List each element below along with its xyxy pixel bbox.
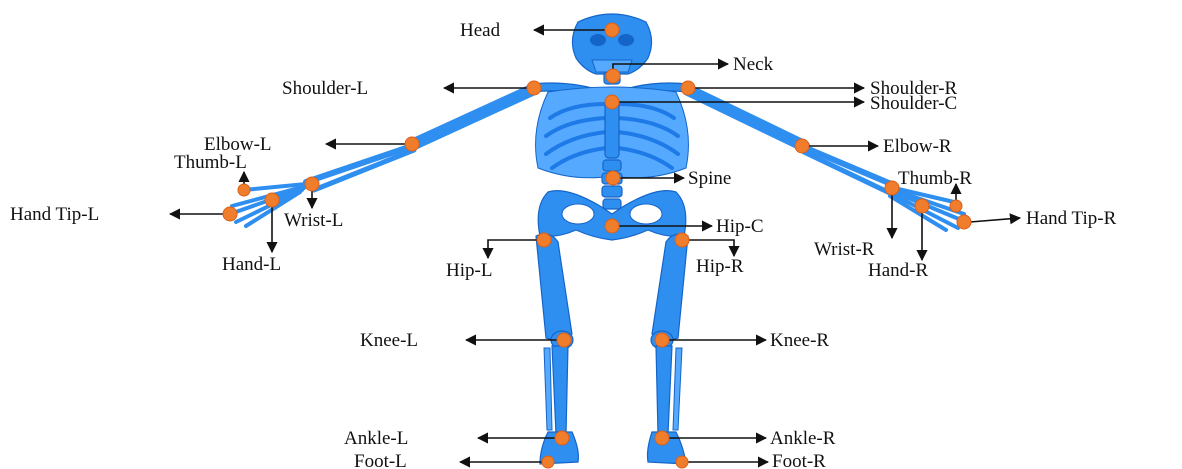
label-ankle-l: Ankle-L: [344, 428, 408, 449]
fibula-left: [544, 348, 552, 430]
joint-thumb-l: [238, 184, 250, 196]
joint-spine: [606, 171, 620, 185]
radius-left: [306, 146, 412, 182]
joint-hip-c: [605, 219, 619, 233]
label-knee-r: Knee-R: [770, 330, 829, 351]
label-shoulder-c: Shoulder-C: [870, 93, 957, 114]
joint-elbow-r: [795, 139, 809, 153]
label-hip-r: Hip-R: [696, 256, 744, 277]
ulna-right: [804, 152, 892, 194]
tibia-left: [552, 346, 568, 434]
label-wrist-r: Wrist-R: [814, 239, 875, 260]
label-foot-r: Foot-R: [772, 451, 826, 469]
femur-left: [536, 234, 572, 342]
label-hand-tip-l: Hand Tip-L: [10, 204, 99, 225]
joint-neck: [606, 69, 620, 83]
label-hand-l: Hand-L: [222, 254, 281, 275]
joint-shoulder-c: [605, 95, 619, 109]
label-thumb-r: Thumb-R: [898, 168, 972, 189]
label-hand-r: Hand-R: [868, 260, 928, 281]
label-elbow-r: Elbow-R: [883, 136, 952, 157]
label-wrist-l: Wrist-L: [284, 210, 343, 231]
label-shoulder-l: Shoulder-L: [282, 78, 368, 99]
joint-wrist-l: [305, 177, 319, 191]
leader-hip-l: [488, 240, 540, 258]
joint-hand-tip-l: [223, 207, 237, 221]
label-hip-l: Hip-L: [446, 260, 492, 281]
joint-elbow-l: [405, 137, 419, 151]
fibula-right: [673, 348, 682, 430]
joint-shoulder-r: [681, 81, 695, 95]
joint-hand-l: [265, 193, 279, 207]
label-hand-tip-r: Hand Tip-R: [1026, 208, 1117, 229]
joint-hand-r: [915, 199, 929, 213]
label-head: Head: [460, 20, 501, 41]
pelvis-opening-left: [562, 204, 594, 224]
joint-shoulder-l: [527, 81, 541, 95]
ulna-left: [314, 150, 414, 190]
joint-thumb-r: [950, 200, 962, 212]
label-neck: Neck: [733, 54, 774, 75]
joint-wrist-r: [885, 181, 899, 195]
label-knee-l: Knee-L: [360, 330, 418, 351]
label-foot-l: Foot-L: [354, 451, 407, 469]
tibia-right: [656, 346, 672, 434]
label-spine: Spine: [688, 168, 731, 189]
label-ankle-r: Ankle-R: [770, 428, 836, 449]
humerus-right: [688, 90, 804, 146]
joint-foot-l: [542, 456, 554, 468]
joint-ankle-r: [655, 431, 669, 445]
pelvis-opening-right: [630, 204, 662, 224]
leader-hand-tip-r: [970, 218, 1020, 222]
eye-socket-left: [590, 34, 606, 46]
label-hip-c: Hip-C: [716, 216, 764, 237]
joint-hip-r: [675, 233, 689, 247]
joint-knee-l: [557, 333, 571, 347]
leader-hip-r: [686, 240, 734, 256]
joint-head: [605, 23, 619, 37]
joint-hand-tip-r: [957, 215, 971, 229]
joint-foot-r: [676, 456, 688, 468]
label-thumb-l: Thumb-L: [174, 152, 247, 173]
joint-hip-l: [537, 233, 551, 247]
eye-socket-right: [618, 34, 634, 46]
femur-right: [652, 234, 688, 342]
humerus-left: [414, 90, 532, 144]
joint-ankle-l: [555, 431, 569, 445]
joint-knee-r: [655, 333, 669, 347]
